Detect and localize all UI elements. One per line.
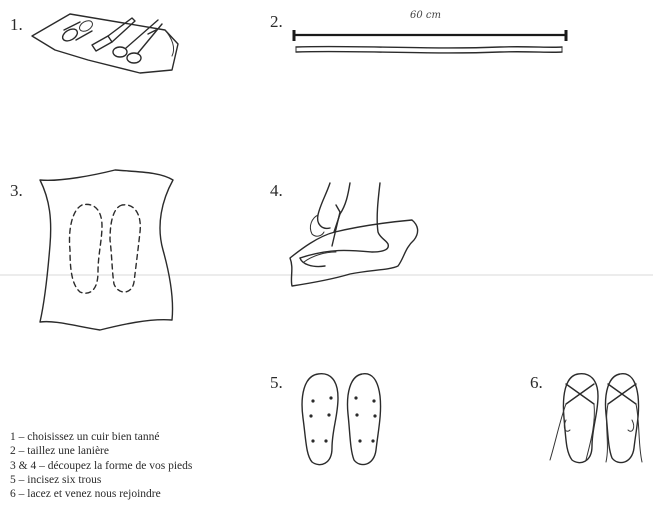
instructions-legend: 1 – choisissez un cuir bien tanné 2 – ta… [10,430,270,501]
step-3-hide-drawing [40,170,173,330]
strap-length-label: 60 cm [410,10,441,21]
step-5-number: 5. [270,373,283,392]
legend-line-2: 2 – taillez une lanière [10,444,270,458]
leather-roll-icon [61,19,95,44]
legend-line-5: 6 – lacez et venez nous rejoindre [10,487,270,501]
step-4-tracing-drawing [290,183,418,286]
step-5-soles-drawing [302,374,380,465]
step-6-number: 6. [530,373,543,392]
step-3-number: 3. [10,181,23,200]
step-2-number: 2. [270,12,283,31]
step-1-number: 1. [10,15,23,34]
step-1-tools-drawing [32,14,178,73]
legend-line-3: 3 & 4 – découpez la forme de vos pieds [10,459,270,473]
step-6-sandals-drawing [550,374,642,463]
step-2-strap-drawing [294,30,566,53]
step-4-number: 4. [270,181,283,200]
legend-line-4: 5 – incisez six trous [10,473,270,487]
legend-line-1: 1 – choisissez un cuir bien tanné [10,430,270,444]
